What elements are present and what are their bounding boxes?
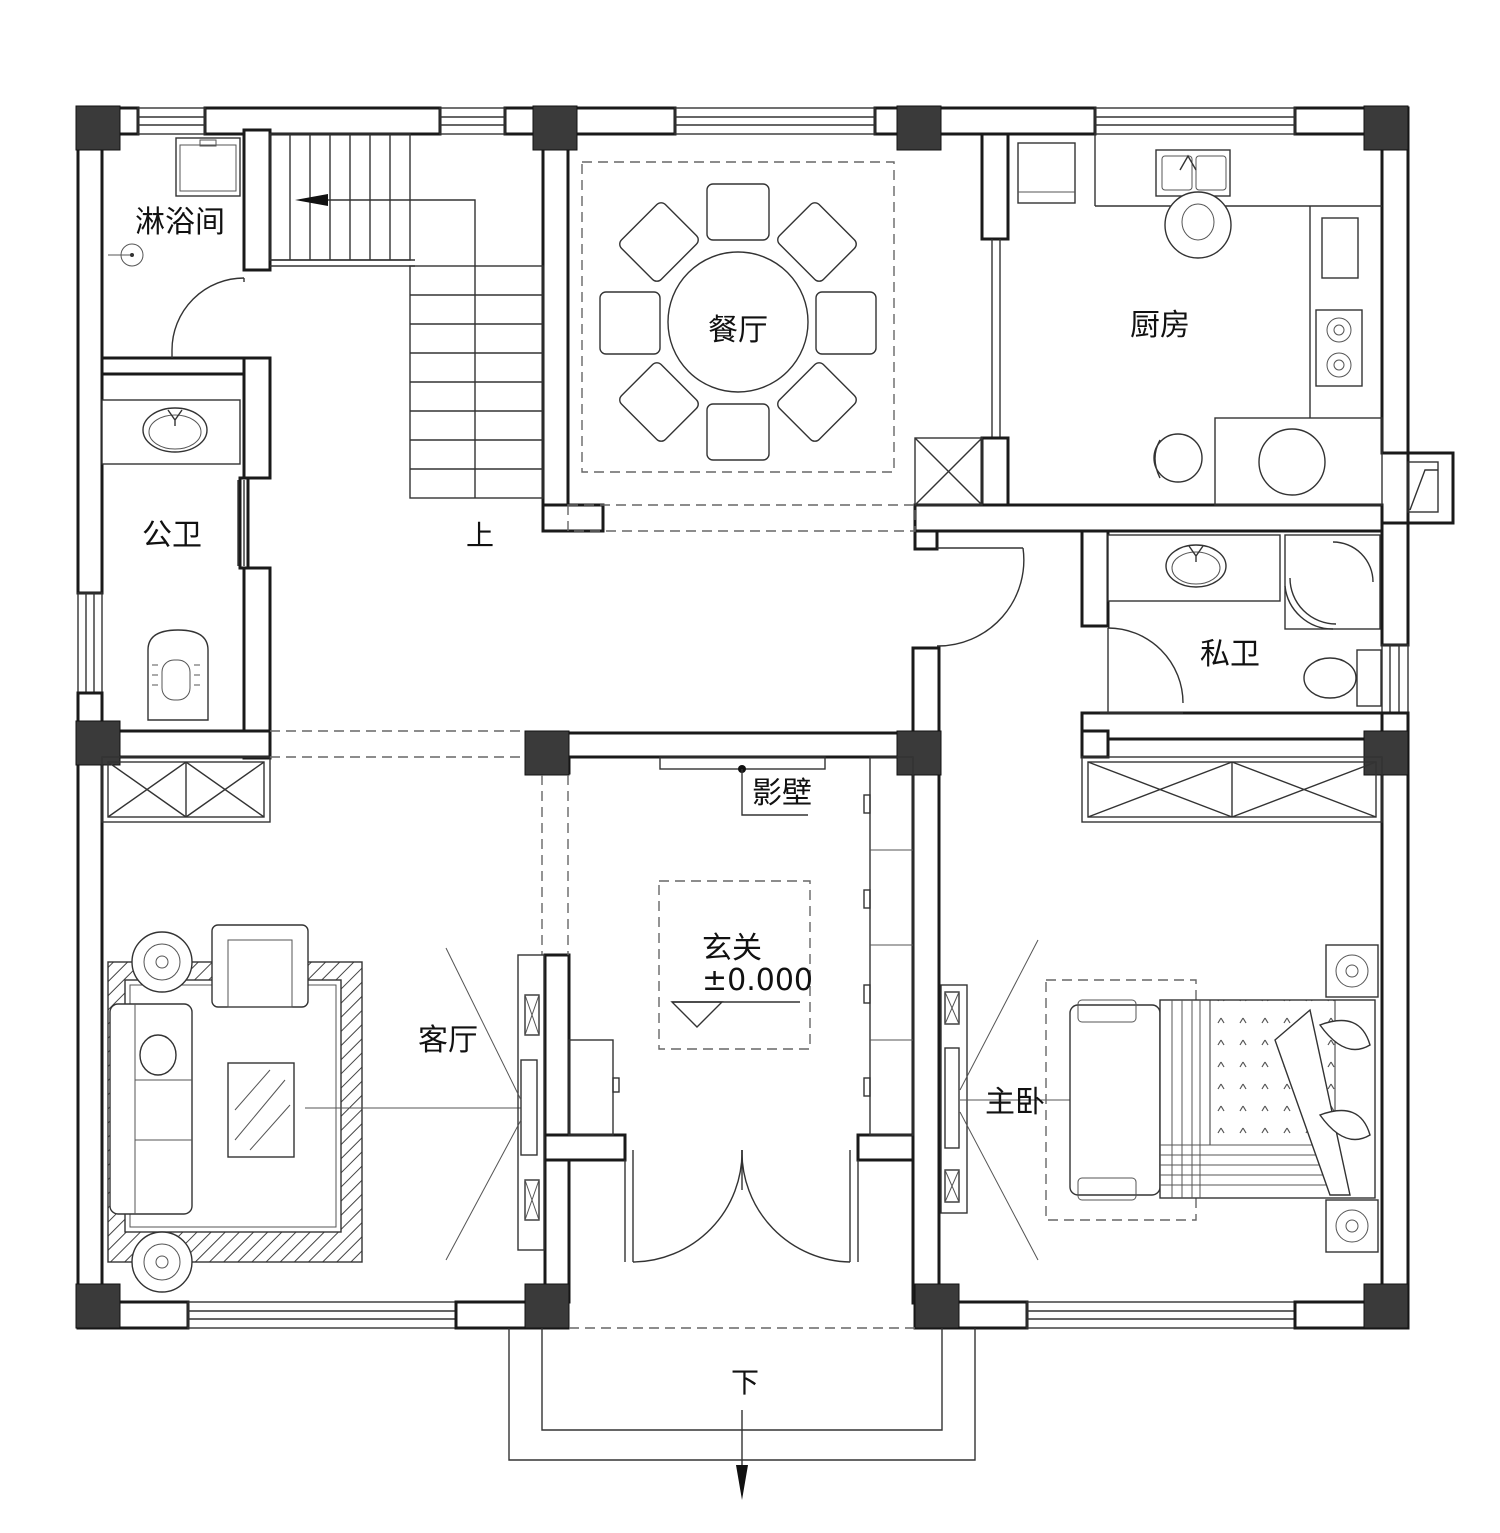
room-label-entrance: 玄关 bbox=[702, 931, 762, 966]
room-label-master-bedroom: 主卧 bbox=[985, 1085, 1045, 1120]
dining-room bbox=[567, 161, 983, 532]
kitchen bbox=[1017, 134, 1383, 506]
living-cabinet bbox=[101, 756, 271, 823]
entrance-hall bbox=[568, 756, 914, 1263]
bedroom-wardrobe bbox=[1081, 756, 1383, 823]
master-bedroom bbox=[940, 939, 1379, 1261]
front-steps bbox=[508, 1328, 976, 1500]
room-label-dining: 餐厅 bbox=[708, 313, 768, 348]
room-label-private-bath: 私卫 bbox=[1200, 637, 1260, 672]
living-room bbox=[107, 924, 545, 1293]
steps-down-label: 下 bbox=[731, 1366, 759, 1399]
flue-shaft bbox=[1407, 461, 1439, 513]
staircase bbox=[269, 133, 544, 499]
private-bathroom bbox=[1100, 534, 1382, 714]
room-label-living: 客厅 bbox=[418, 1023, 478, 1058]
entrance-dashed-opening bbox=[541, 775, 915, 1329]
room-label-shower: 淋浴间 bbox=[135, 205, 225, 240]
structural-columns bbox=[75, 105, 1409, 1329]
elevation-label: ±0.000 bbox=[702, 963, 813, 998]
public-bathroom bbox=[101, 399, 245, 721]
screen-wall-label: 影壁 bbox=[752, 776, 812, 811]
room-label-kitchen: 厨房 bbox=[1130, 308, 1190, 343]
shower-room bbox=[108, 137, 245, 358]
corridor-door-arc bbox=[936, 547, 1025, 647]
room-label-public-bath: 公卫 bbox=[142, 518, 202, 553]
stair-up-label: 上 bbox=[466, 519, 494, 552]
